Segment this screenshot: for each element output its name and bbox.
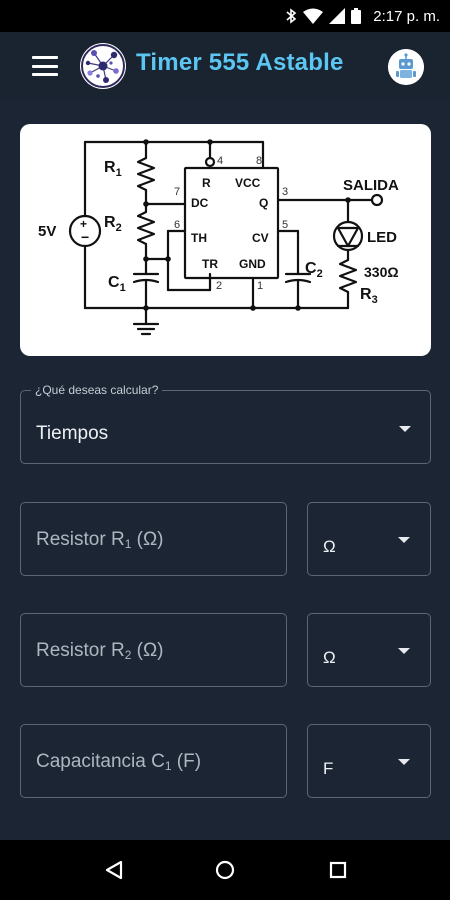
label-c2: C: [305, 260, 317, 277]
dropdown-arrow-icon: [398, 648, 410, 654]
pin-num-6: 6: [174, 219, 180, 231]
pin-num-2: 2: [216, 280, 222, 292]
app-title: Timer 555 Astable: [136, 49, 344, 76]
home-icon[interactable]: [215, 860, 235, 880]
capacitance-c1-placeholder: Capacitancia C1 (F): [36, 751, 202, 773]
svg-text:−: −: [81, 229, 89, 245]
resistor-r1-placeholder: Resistor R1 (Ω): [36, 529, 164, 551]
label-r2: R: [104, 214, 116, 231]
svg-text:R2: R2: [104, 214, 122, 234]
capacitance-c1-unit-select[interactable]: F: [307, 724, 431, 798]
resistor-r2-unit-value: Ω: [323, 648, 336, 667]
label-r1: R: [104, 159, 116, 176]
recents-icon[interactable]: [329, 861, 347, 879]
pin-tr: TR: [202, 257, 218, 271]
pin-num-4: 4: [217, 155, 223, 167]
dropdown-arrow-icon: [398, 537, 410, 543]
pin-num-5: 5: [282, 219, 288, 231]
pin-vcc: VCC: [235, 176, 261, 190]
pin-th: TH: [191, 231, 207, 245]
app-logo-icon: [80, 43, 126, 89]
svg-text:C2: C2: [305, 260, 323, 280]
status-time: 2:17 p. m.: [373, 7, 440, 25]
pin-dc: DC: [191, 196, 209, 210]
pin-num-1: 1: [257, 280, 263, 292]
app-bar: Timer 555 Astable: [0, 32, 450, 100]
resistor-r1-unit-value: Ω: [323, 537, 336, 556]
pin-num-3: 3: [282, 186, 288, 198]
svg-text:R1: R1: [104, 159, 122, 179]
robot-icon[interactable]: [388, 49, 424, 85]
svg-text:+: +: [80, 217, 87, 231]
resistor-r1-unit-select[interactable]: Ω: [307, 502, 431, 576]
svg-text:R3: R3: [360, 286, 378, 306]
back-icon[interactable]: [104, 860, 124, 880]
pin-cv: CV: [252, 231, 269, 245]
wifi-icon: [303, 8, 324, 24]
pin-r: R: [202, 176, 211, 190]
label-r3: R: [360, 286, 372, 303]
battery-icon: [351, 8, 362, 24]
hamburger-menu-icon[interactable]: [32, 56, 58, 76]
pin-num-7: 7: [174, 186, 180, 198]
capacitance-c1-unit-value: F: [323, 759, 334, 778]
pin-gnd: GND: [239, 257, 266, 271]
bluetooth-icon: [286, 8, 297, 24]
resistor-r2-placeholder: Resistor R2 (Ω): [36, 640, 164, 662]
label-source: 5V: [38, 223, 56, 240]
label-r3-value: 330Ω: [364, 264, 399, 280]
calc-type-select[interactable]: ¿Qué deseas calcular? Tiempos: [20, 383, 431, 464]
resistor-r1-input[interactable]: Resistor R1 (Ω): [20, 502, 287, 576]
label-c1: C: [108, 274, 120, 291]
signal-icon: [329, 8, 346, 24]
circuit-diagram: + − R1 R2 C1 C2 R3 5V SALIDA LED 330Ω R …: [20, 124, 431, 356]
pin-q: Q: [259, 196, 268, 210]
pin-num-8: 8: [256, 155, 262, 167]
capacitance-c1-input[interactable]: Capacitancia C1 (F): [20, 724, 287, 798]
system-nav-bar: [0, 840, 450, 900]
label-output: SALIDA: [343, 177, 399, 194]
calc-type-label: ¿Qué deseas calcular?: [31, 383, 163, 397]
label-led: LED: [367, 229, 397, 246]
svg-text:C1: C1: [108, 274, 126, 294]
calc-type-value: Tiempos: [36, 423, 109, 444]
resistor-r2-input[interactable]: Resistor R2 (Ω): [20, 613, 287, 687]
dropdown-arrow-icon: [398, 759, 410, 765]
status-bar: 2:17 p. m.: [0, 0, 450, 32]
resistor-r2-unit-select[interactable]: Ω: [307, 613, 431, 687]
dropdown-arrow-icon: [399, 426, 411, 432]
